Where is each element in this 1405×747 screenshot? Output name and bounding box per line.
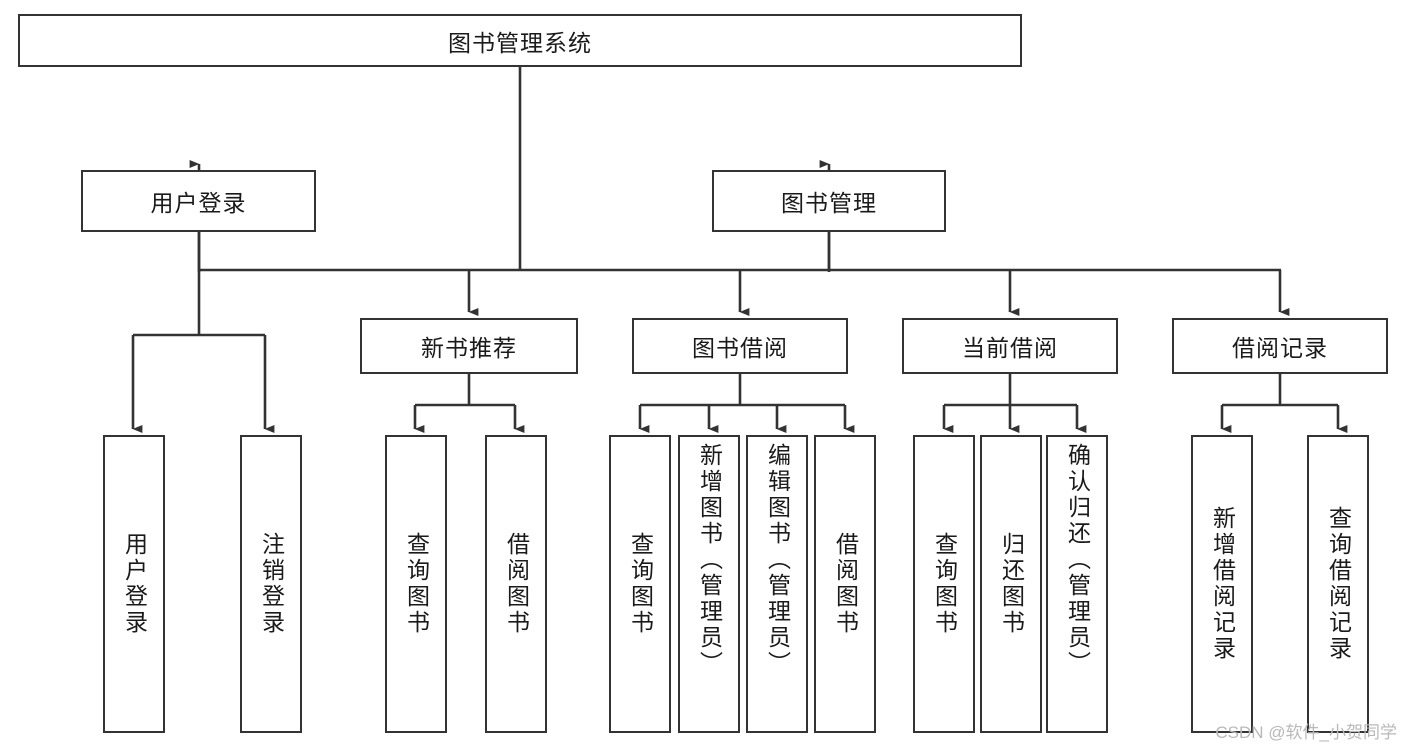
node-label: 图书管理系统 <box>448 29 592 56</box>
node-new-book-recommend[interactable]: 新书推荐 <box>360 318 578 374</box>
node-label: 图书管理 <box>781 190 877 216</box>
leaf-add-borrow-record[interactable]: 新增借阅记录 <box>1191 435 1253 733</box>
node-borrow-records[interactable]: 借阅记录 <box>1172 318 1388 374</box>
leaf-confirm-return-admin[interactable]: 确认归还（管理员） <box>1046 435 1108 733</box>
leaf-add-book-admin[interactable]: 新增图书（管理员） <box>678 435 740 733</box>
node-book-borrow[interactable]: 图书借阅 <box>632 318 848 374</box>
node-label: 查询借阅记录 <box>1325 506 1352 662</box>
node-label: 查询图书 <box>403 532 430 636</box>
node-label: 借阅图书 <box>503 532 530 636</box>
node-label: 新增借阅记录 <box>1209 506 1236 662</box>
node-label: 注销登录 <box>258 532 285 636</box>
node-label: 归还图书 <box>998 532 1025 636</box>
node-current-borrow[interactable]: 当前借阅 <box>902 318 1118 374</box>
node-label: 借阅图书 <box>832 532 859 636</box>
leaf-edit-book-admin[interactable]: 编辑图书（管理员） <box>746 435 808 733</box>
node-label: 借阅记录 <box>1232 335 1328 361</box>
leaf-query-book-borrow[interactable]: 查询图书 <box>609 435 671 733</box>
leaf-borrow-book-newbook[interactable]: 借阅图书 <box>485 435 547 733</box>
leaf-query-book-newbook[interactable]: 查询图书 <box>385 435 447 733</box>
node-label: 查询图书 <box>931 532 958 636</box>
node-user-login[interactable]: 用户登录 <box>81 170 316 232</box>
node-label: 新书推荐 <box>421 335 517 361</box>
node-book-management[interactable]: 图书管理 <box>712 170 946 232</box>
leaf-logout-login[interactable]: 注销登录 <box>240 435 302 733</box>
leaf-return-book[interactable]: 归还图书 <box>980 435 1042 733</box>
leaf-query-borrow-record[interactable]: 查询借阅记录 <box>1307 435 1369 733</box>
node-label: 编辑图书（管理员） <box>764 443 791 677</box>
node-label: 新增图书（管理员） <box>696 443 723 677</box>
node-label: 图书借阅 <box>692 335 788 361</box>
leaf-query-book-current[interactable]: 查询图书 <box>913 435 975 733</box>
node-label: 用户登录 <box>150 190 247 216</box>
node-label: 用户登录 <box>121 532 148 636</box>
node-label: 确认归还（管理员） <box>1064 443 1091 677</box>
watermark: CSDN @软件_小贺同学 <box>1215 723 1397 742</box>
leaf-borrow-book[interactable]: 借阅图书 <box>814 435 876 733</box>
node-root-book-management-system[interactable]: 图书管理系统 <box>18 14 1022 67</box>
leaf-user-login[interactable]: 用户登录 <box>103 435 165 733</box>
node-label: 查询图书 <box>627 532 654 636</box>
node-label: 当前借阅 <box>962 335 1058 361</box>
